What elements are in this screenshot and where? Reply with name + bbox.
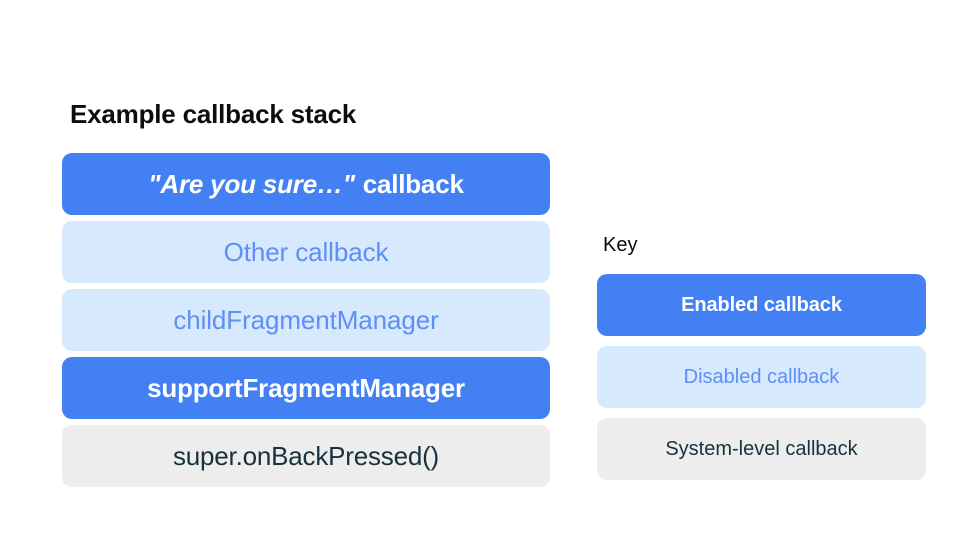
key-list: Enabled callback Disabled callback Syste… [597, 274, 926, 480]
stack-row-supportfragmentmanager[interactable]: supportFragmentManager [62, 356, 550, 419]
key-item-label: System-level callback [665, 438, 858, 460]
key-item-label: Disabled callback [683, 366, 840, 388]
stack-row-childfragmentmanager[interactable]: childFragmentManager [62, 288, 550, 351]
stack-row-label: Other callback [223, 236, 389, 267]
stack-row-quoted-label: "Are you sure…" [148, 168, 355, 199]
key-title: Key [603, 234, 638, 256]
stack-row-super-onbackpressed[interactable]: super.onBackPressed() [62, 424, 550, 487]
key-item-enabled-callback: Enabled callback [597, 274, 926, 336]
stack-row-are-you-sure-callback[interactable]: "Are you sure…"callback [62, 152, 550, 215]
key-item-disabled-callback: Disabled callback [597, 346, 926, 408]
callback-stack-list: "Are you sure…"callback Other callback c… [62, 152, 550, 487]
key-panel: Key Enabled callback Disabled callback S… [597, 234, 926, 480]
stack-row-label: super.onBackPressed() [172, 440, 440, 471]
key-item-label: Enabled callback [681, 294, 842, 316]
stack-row-label: callback [362, 168, 464, 199]
stack-row-label: childFragmentManager [173, 304, 439, 335]
key-item-system-level-callback: System-level callback [597, 418, 926, 480]
stack-row-label: supportFragmentManager [147, 372, 465, 403]
stack-row-other-callback[interactable]: Other callback [62, 220, 550, 283]
callback-stack-panel: Example callback stack "Are you sure…"ca… [62, 100, 550, 487]
page-title: Example callback stack [70, 99, 357, 129]
